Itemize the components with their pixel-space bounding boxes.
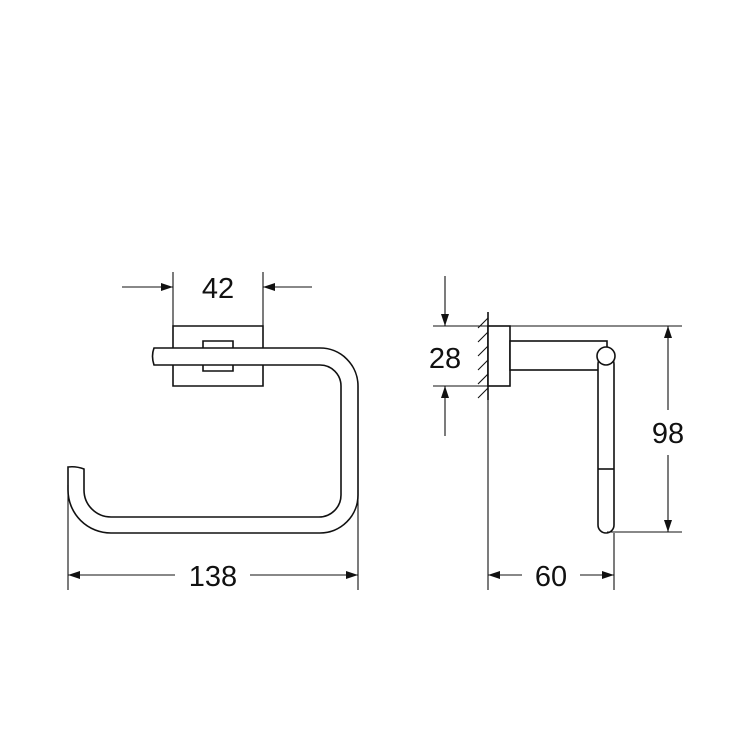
side-pivot (596, 346, 616, 366)
dimension-label-28: 28 (429, 343, 461, 375)
side-arm (509, 340, 608, 371)
front-view: 42 138 (67, 272, 359, 593)
dimension-label-42: 42 (202, 273, 234, 305)
side-base-plate (487, 325, 511, 387)
dimension-42: 42 (122, 272, 312, 326)
dimension-138: 138 (67, 485, 359, 593)
dimension-label-98: 98 (652, 418, 684, 450)
dimension-60: 60 (488, 561, 614, 593)
wall-hatching (477, 317, 489, 399)
side-hanging-bar (597, 355, 615, 534)
dimension-label-60: 60 (535, 561, 567, 593)
ring-outline (67, 347, 359, 534)
base-inner-block (202, 340, 234, 372)
side-view: 28 98 60 (429, 276, 684, 593)
base-plate (172, 325, 264, 387)
dimension-label-138: 138 (189, 561, 237, 593)
dimension-98: 98 (652, 326, 684, 532)
dimension-28: 28 (429, 276, 461, 436)
